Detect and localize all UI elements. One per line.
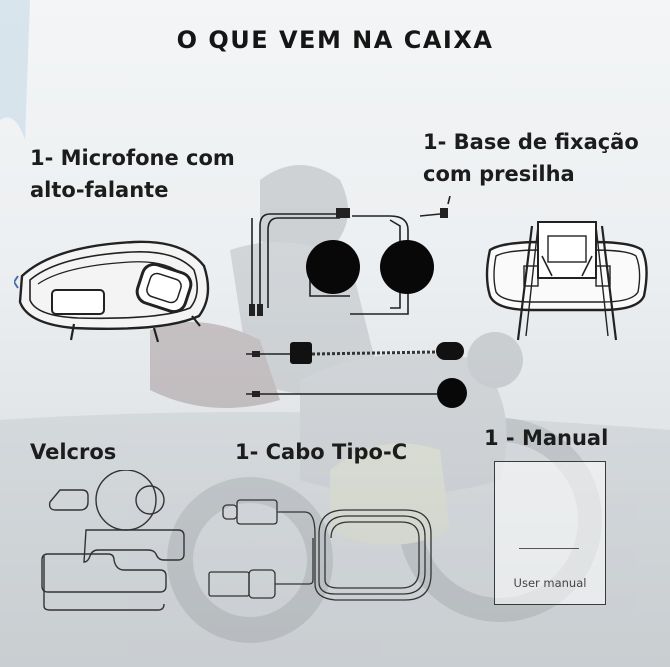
manual-cover-text: User manual — [513, 576, 587, 590]
mount-label-line2: com presilha — [423, 162, 575, 186]
manual-divider-line — [519, 548, 579, 549]
velcros-label: Velcros — [30, 440, 117, 464]
usb-type-c-cable-illustration — [208, 499, 432, 601]
microphone-label-line1: 1- Microfone com — [30, 146, 235, 170]
microphone-label: 1- Microfone com alto-falante — [30, 142, 235, 206]
user-manual-booklet: User manual — [494, 461, 606, 605]
headset-speakers-and-mics-illustration — [246, 196, 467, 408]
mount-label: 1- Base de fixação com presilha — [423, 126, 639, 190]
microphone-label-line2: alto-falante — [30, 178, 169, 202]
mount-base-with-clip-illustration — [485, 221, 648, 341]
page-title: O QUE VEM NA CAIXA — [176, 26, 494, 54]
intercom-device-illustration — [14, 240, 210, 343]
manual-label: 1 - Manual — [484, 426, 609, 450]
velcro-pieces-illustration — [41, 470, 185, 611]
cable-label: 1- Cabo Tipo-C — [235, 440, 408, 464]
mount-label-line1: 1- Base de fixação — [423, 130, 639, 154]
